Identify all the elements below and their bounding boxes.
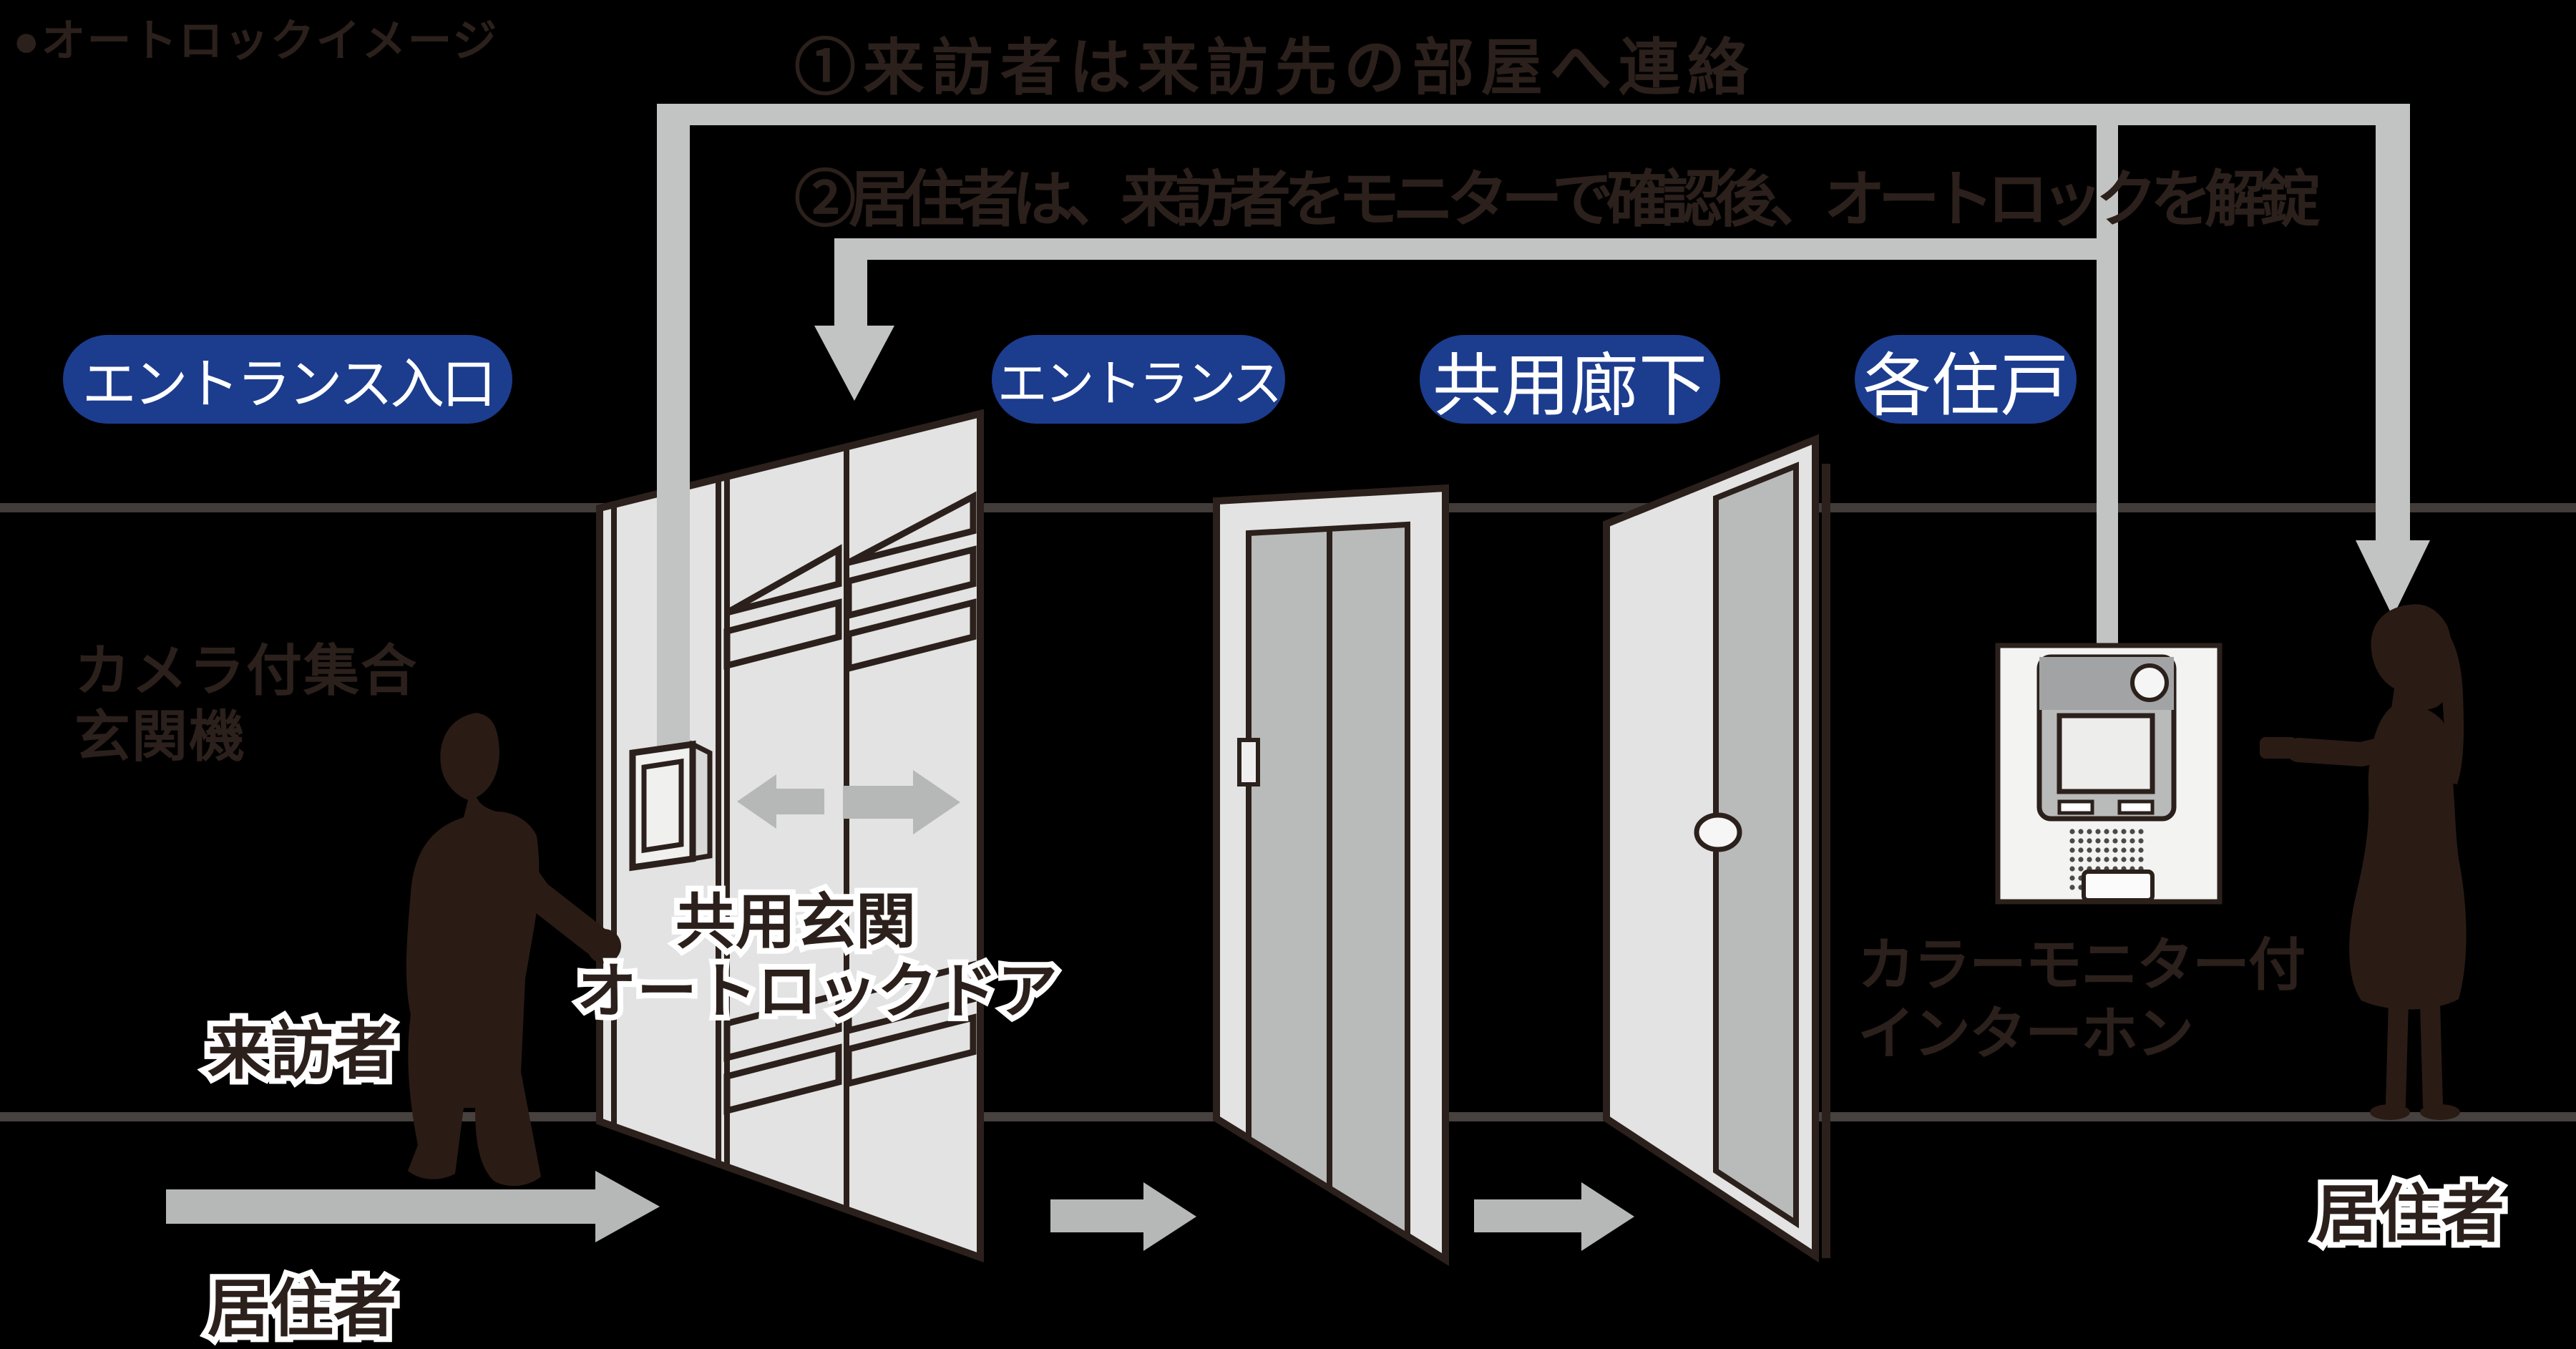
intercom-camera-lens-icon	[2130, 663, 2169, 702]
elevator-handle-plate	[1237, 738, 1260, 786]
flow-line-door-drop	[834, 238, 867, 331]
door-stripes	[723, 491, 977, 1115]
intercom-monitor-screen	[2057, 713, 2155, 794]
resident-foot	[2420, 1104, 2460, 1120]
resident-legs	[2386, 992, 2443, 1115]
intercom-caption-line1: カラーモニター付	[1858, 935, 2306, 998]
intercom-caption: カラーモニター付 インターホン	[1858, 932, 2306, 1069]
label-entrance: エントランス	[992, 335, 1285, 424]
step2-text: ②居住者は、来訪者をモニターで確認後、オートロックを解錠	[794, 165, 2321, 234]
intercom-speaker-grille	[2069, 829, 2144, 890]
camera-unit-caption-line1: カメラ付集合	[74, 640, 419, 702]
flow-line-top-run	[657, 104, 2410, 125]
flow-line-intercom-drop	[2097, 125, 2118, 648]
intercom-slot	[2117, 799, 2155, 815]
unit-door-panel	[1713, 462, 1799, 1229]
flow-arrow-down-to-resident-icon	[2356, 540, 2430, 617]
visitor-caption: 来訪者	[202, 1012, 402, 1093]
resident-dress	[2349, 704, 2467, 1010]
label-common-corridor-text: 共用廊下	[1433, 347, 1707, 424]
step1-text: ①来訪者は来訪先の部屋へ連絡	[794, 34, 1756, 102]
flow-line-unlock-run	[834, 238, 2097, 260]
autolock-door-caption-line2: オートロックドア	[571, 953, 1063, 1031]
label-each-unit: 各住戸	[1855, 335, 2077, 424]
flow-line-resident-drop	[2376, 104, 2410, 546]
door-knob-icon	[1694, 812, 1742, 852]
resident-arm	[2286, 726, 2439, 766]
label-entrance-gate-text: エントランス入口	[82, 355, 496, 415]
flow-arrow-down-to-door-icon	[814, 326, 894, 401]
flow-step1-path	[657, 104, 2430, 759]
autolock-door	[596, 409, 984, 1263]
walk-arrow-1-icon	[166, 1171, 660, 1242]
intercom-unit	[1995, 643, 2223, 905]
label-entrance-gate: エントランス入口	[63, 335, 512, 424]
label-each-unit-text: 各住戸	[1863, 347, 2069, 424]
resident-silhouette	[2260, 604, 2467, 1120]
resident-head-hair	[2371, 604, 2452, 711]
visitor-hand	[587, 929, 621, 963]
flow-step2-path	[814, 238, 2097, 401]
resident-foot	[2370, 1104, 2410, 1120]
autolock-door-caption-line1: 共用玄関	[670, 884, 922, 962]
intercom-caption-line2: インターホン	[1858, 1003, 2194, 1066]
camera-entrance-panel	[629, 740, 713, 872]
unit-door	[1603, 434, 1830, 1263]
page-title: ●オートロックイメージ	[13, 17, 499, 66]
label-entrance-text: エントランス	[997, 356, 1283, 412]
resident-right-caption: 居住者	[2310, 1175, 2510, 1256]
walk-arrow-2-icon	[1050, 1182, 1196, 1251]
door-slide-left-arrow-icon	[737, 774, 824, 829]
visitor-silhouette	[406, 713, 621, 1187]
label-common-corridor: 共用廊下	[1420, 335, 1720, 424]
intercom-button	[2082, 870, 2155, 902]
camera-unit-caption: カメラ付集合 玄関機	[74, 638, 418, 770]
camera-unit-caption-line2: 玄関機	[74, 706, 247, 769]
intercom-slot	[2057, 799, 2094, 815]
autolock-door-caption: 共用玄関 オートロックドア	[571, 884, 1063, 1031]
resident-ponytail	[2431, 618, 2464, 784]
camera-panel-screen	[641, 758, 684, 854]
camera-panel-face	[629, 740, 696, 872]
visitor-arm	[480, 822, 610, 955]
resident-bottom-caption: 居住者	[202, 1270, 402, 1349]
resident-phone	[2260, 737, 2297, 759]
door-slide-right-arrow-icon	[843, 770, 960, 834]
flow-line-camera-riser	[657, 125, 690, 759]
walk-arrow-3-icon	[1474, 1182, 1634, 1251]
elevator-door	[1213, 484, 1449, 1266]
